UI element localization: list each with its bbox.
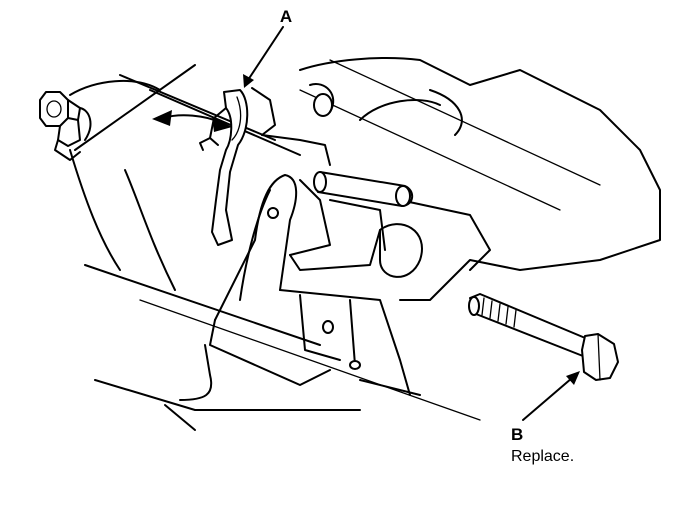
upper-lugs: [251, 83, 335, 166]
transmission-housing: [299, 57, 661, 301]
callout-b-letter: B: [511, 425, 523, 444]
end-nut: [39, 91, 92, 161]
main-body: [69, 64, 481, 431]
lower-bracket: [179, 289, 421, 401]
motion-arrow: [152, 110, 232, 132]
callout-b-note: Replace.: [511, 448, 574, 465]
shift-shaft: [313, 171, 414, 207]
bolt-b: [468, 293, 619, 381]
release-fork: [199, 89, 249, 246]
callout-a-letter: A: [280, 7, 292, 26]
leader-a: [243, 26, 284, 88]
mount-bracket: [214, 174, 386, 321]
leader-b: [522, 371, 580, 421]
